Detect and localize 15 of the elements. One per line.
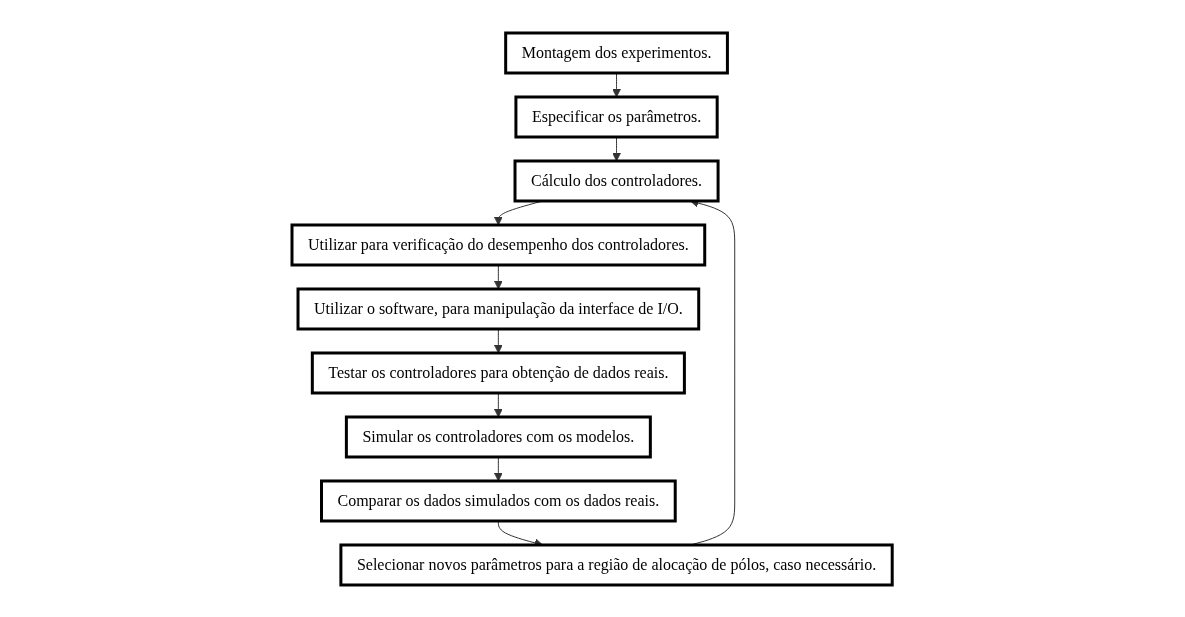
node-box: Especificar os parâmetros.: [514, 95, 720, 138]
arrow: [494, 328, 504, 353]
node-box: Simular os controladores com os modelos.: [345, 415, 653, 458]
node-box: Selecionar novos parâmetros para a região de alocação de pólos, caso necessário.: [339, 543, 895, 586]
node-box: Utilizar para verificação do desempenho dos controladores.: [290, 223, 707, 266]
node-box: Utilizar o software, para manipulação da interface de I/O.: [296, 287, 701, 330]
arrow: [494, 392, 504, 417]
node-box: Comparar os dados simulados com os dados reais.: [320, 479, 678, 522]
arrow: [494, 264, 504, 289]
arrow: [612, 72, 622, 97]
arrow: [612, 136, 622, 161]
arrow: [494, 456, 504, 481]
node-box: Cálculo dos controladores.: [513, 159, 720, 202]
node-box: Testar os controladores para obtenção de dados reais.: [311, 351, 687, 394]
node-box: Montagem dos experimentos.: [504, 31, 730, 74]
